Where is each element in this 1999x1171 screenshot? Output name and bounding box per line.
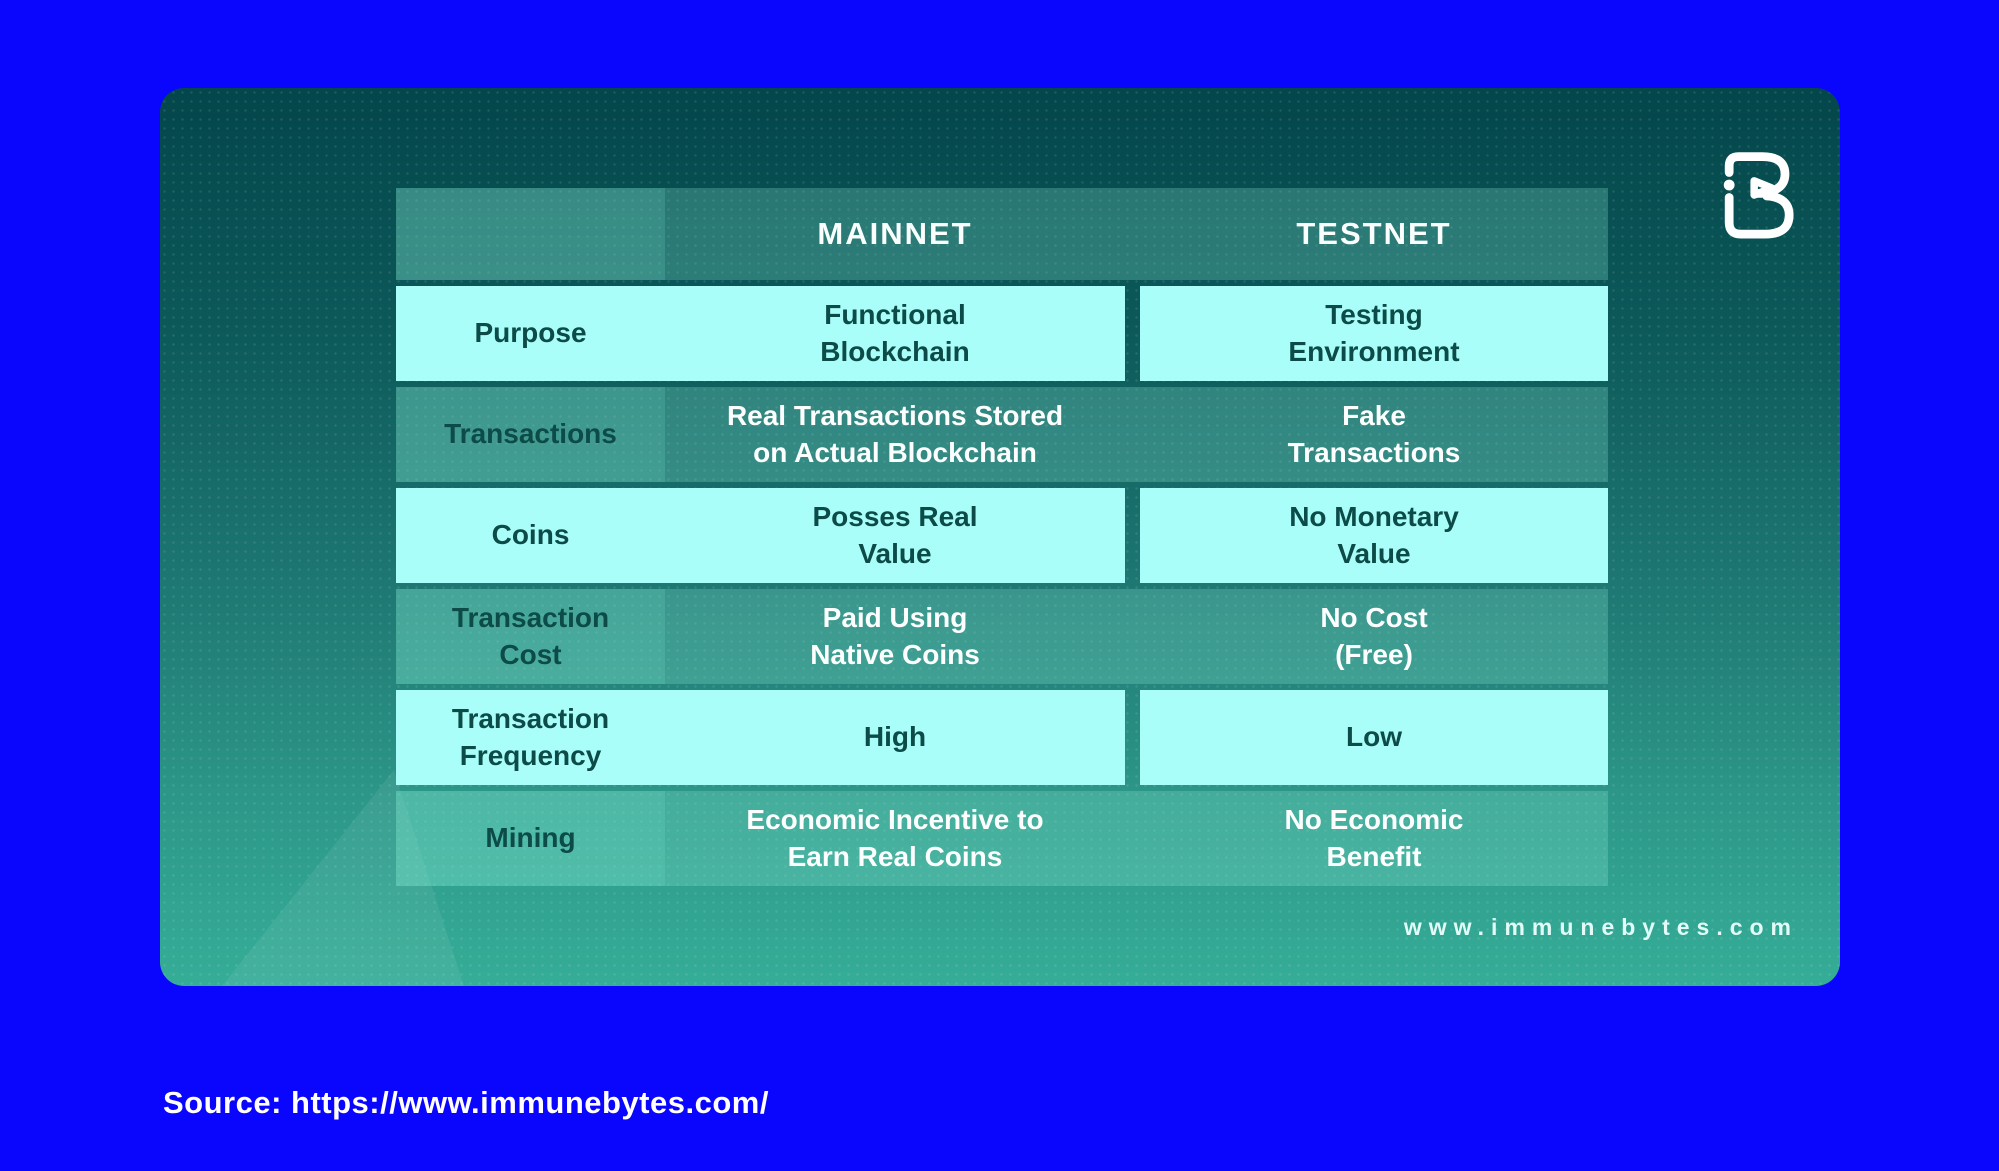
column-header-testnet: TESTNET (1296, 216, 1452, 251)
column-header-mainnet: MAINNET (817, 216, 973, 251)
row-label: Transaction Frequency (451, 702, 610, 771)
mainnet-cell: Posses Real Value (812, 500, 978, 569)
column-gap (1125, 488, 1140, 583)
row-label: Transactions (444, 418, 617, 450)
values-band: Economic Incentive to Earn Real Coins No … (665, 791, 1608, 886)
table-body: Purpose Functional Blockchain Testing Envi… (396, 286, 1608, 886)
table-row: Transactions Real Transactions Stored on … (396, 387, 1608, 482)
table-row: Purpose Functional Blockchain Testing Envi… (396, 286, 1608, 381)
column-gap (1125, 286, 1140, 381)
testnet-cell: Fake Transactions (1287, 399, 1461, 468)
row-label-cell: Transactions (396, 387, 665, 482)
testnet-cell: Testing Environment (1140, 286, 1608, 381)
table-row: Coins Posses Real Value No Monetary Value (396, 488, 1608, 583)
mainnet-cell: Paid Using Native Coins (810, 601, 980, 670)
table-header-row: MAINNET TESTNET (396, 188, 1608, 280)
testnet-cell: Low (1140, 690, 1608, 785)
row-label: Mining (485, 822, 576, 854)
header-empty-cell (396, 188, 665, 280)
mainnet-cell: Real Transactions Stored on Actual Block… (726, 399, 1064, 468)
table-row: Transaction Cost Paid Using Native Coins N… (396, 589, 1608, 684)
table-row: Transaction Frequency High Low (396, 690, 1608, 785)
comparison-table: MAINNET TESTNET Purpose Functional Blockc… (396, 188, 1608, 892)
row-label: Coins (491, 519, 570, 551)
column-gap (1125, 690, 1140, 785)
values-band: Real Transactions Stored on Actual Block… (665, 387, 1608, 482)
testnet-cell: No Cost (Free) (1320, 601, 1428, 670)
row-label-cell: Transaction Cost (396, 589, 665, 684)
testnet-cell: No Monetary Value (1140, 488, 1608, 583)
infographic-card: MAINNET TESTNET Purpose Functional Blockc… (160, 88, 1840, 986)
header-band: MAINNET TESTNET (665, 188, 1608, 280)
table-row: Mining Economic Incentive to Earn Real Co… (396, 791, 1608, 886)
row-label: Purpose (474, 317, 587, 349)
mainnet-cell: High (863, 721, 927, 753)
label-mainnet-cell: Purpose Functional Blockchain (396, 286, 1125, 381)
row-label: Transaction Cost (451, 601, 610, 670)
mainnet-cell: Economic Incentive to Earn Real Coins (746, 803, 1044, 872)
testnet-cell: No Economic Benefit (1284, 803, 1464, 872)
values-band: Paid Using Native Coins No Cost (Free) (665, 589, 1608, 684)
row-label-cell: Mining (396, 791, 665, 886)
mainnet-cell: Functional Blockchain (820, 298, 970, 367)
website-url: www.immunebytes.com (1403, 914, 1798, 940)
source-caption: Source: https://www.immunebytes.com/ (163, 1085, 769, 1120)
label-mainnet-cell: Coins Posses Real Value (396, 488, 1125, 583)
label-mainnet-cell: Transaction Frequency High (396, 690, 1125, 785)
immunebytes-logo-icon (1723, 152, 1794, 239)
